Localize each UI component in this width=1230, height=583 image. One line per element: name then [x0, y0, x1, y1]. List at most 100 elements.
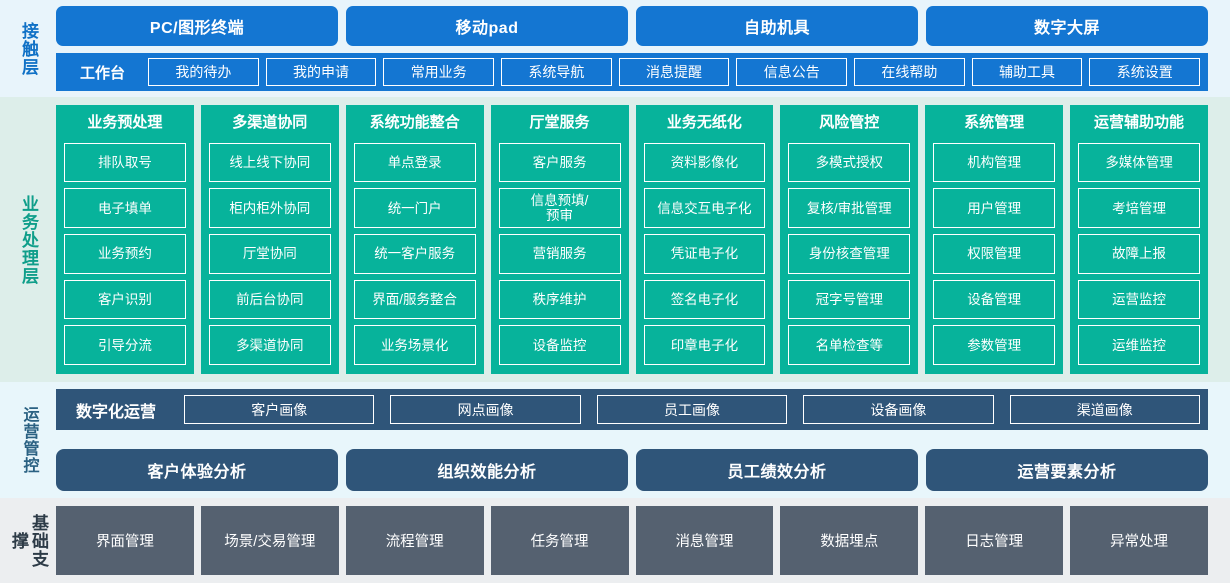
business-layer-label: 业务处理层	[19, 194, 39, 285]
channel-digital-screen[interactable]: 数字大屏	[926, 6, 1208, 46]
business-item[interactable]: 线上线下协同	[208, 142, 331, 183]
workbench-item-my-todo[interactable]: 我的待办	[148, 58, 259, 86]
analysis-item-customer-experience[interactable]: 客户体验分析	[56, 449, 338, 491]
foundation-item-task-management[interactable]: 任务管理	[490, 506, 629, 575]
contact-layer-band: 接触层 PC/图形终端 移动pad 自助机具 数字大屏 工作台 我的待办 我的申…	[0, 0, 1230, 97]
business-column-paperless: 业务无纸化 资料影像化 信息交互电子化 凭证电子化 签名电子化 印章电子化	[635, 105, 774, 374]
analysis-item-employee-performance[interactable]: 员工绩效分析	[636, 449, 918, 491]
foundation-layer-label: 基础支撑	[9, 513, 49, 568]
business-item[interactable]: 运营监控	[1078, 279, 1200, 320]
channel-mobile-pad[interactable]: 移动pad	[346, 6, 628, 46]
business-item[interactable]: 排队取号	[64, 142, 186, 183]
business-item[interactable]: 多媒体管理	[1078, 142, 1200, 183]
foundation-layer-body: 界面管理 场景/交易管理 流程管理 任务管理 消息管理 数据埋点 日志管理 异常…	[56, 506, 1230, 575]
business-item[interactable]: 多模式授权	[788, 142, 911, 183]
column-title: 业务预处理	[87, 114, 163, 131]
contact-layer-label: 接触层	[19, 21, 39, 76]
foundation-item-message-management[interactable]: 消息管理	[635, 506, 774, 575]
workbench-item-system-settings[interactable]: 系统设置	[1089, 58, 1201, 86]
foundation-item-ui-management[interactable]: 界面管理	[56, 506, 194, 575]
foundation-item-process-management[interactable]: 流程管理	[345, 506, 484, 575]
workbench-item-my-application[interactable]: 我的申请	[265, 58, 377, 86]
analysis-item-organizational-efficiency[interactable]: 组织效能分析	[346, 449, 628, 491]
portrait-item-branch[interactable]: 网点画像	[390, 395, 581, 424]
digital-operations-title: 数字化运营	[76, 403, 157, 421]
business-layer-band: 业务处理层 业务预处理 排队取号 电子填单 业务预约 客户识别 引导分流 多渠道…	[0, 97, 1230, 382]
business-item[interactable]: 客户服务	[498, 142, 621, 183]
business-item[interactable]: 身份核查管理	[788, 233, 911, 274]
workbench-title: 工作台	[80, 64, 126, 82]
business-item[interactable]: 厅堂协同	[208, 233, 331, 274]
business-item[interactable]: 统一门户	[353, 188, 476, 228]
business-column-operation-support: 运营辅助功能 多媒体管理 考培管理 故障上报 运营监控 运维监控	[1070, 105, 1208, 374]
workbench-item-common-business[interactable]: 常用业务	[383, 58, 495, 86]
foundation-layer-band: 基础支撑 界面管理 场景/交易管理 流程管理 任务管理 消息管理 数据埋点 日志…	[0, 498, 1230, 583]
business-item[interactable]: 设备管理	[933, 279, 1056, 320]
business-layer-body: 业务预处理 排队取号 电子填单 业务预约 客户识别 引导分流 多渠道协同 线上线…	[56, 105, 1230, 374]
business-item[interactable]: 凭证电子化	[643, 233, 766, 274]
business-item[interactable]: 用户管理	[933, 188, 1056, 228]
foundation-item-scene-transaction-management[interactable]: 场景/交易管理	[200, 506, 339, 575]
operations-layer-label: 运营管控	[20, 406, 38, 474]
business-item[interactable]: 统一客户服务	[353, 233, 476, 274]
column-title: 系统管理	[964, 114, 1025, 131]
channel-pc[interactable]: PC/图形终端	[56, 6, 338, 46]
portrait-item-employee[interactable]: 员工画像	[596, 395, 788, 424]
business-item[interactable]: 信息预填/ 预审	[498, 188, 621, 228]
foundation-item-log-management[interactable]: 日志管理	[925, 506, 1064, 575]
workbench-row: 工作台 我的待办 我的申请 常用业务 系统导航 消息提醒 信息公告 在线帮助 辅…	[56, 53, 1208, 91]
business-item[interactable]: 营销服务	[498, 233, 621, 274]
business-item[interactable]: 权限管理	[933, 233, 1056, 274]
portrait-item-device[interactable]: 设备画像	[803, 395, 994, 424]
operations-layer-band: 运营管控 数字化运营 客户画像 网点画像 员工画像 设备画像 渠道画像 客户体验…	[0, 382, 1230, 498]
workbench-item-online-help[interactable]: 在线帮助	[854, 58, 965, 86]
business-item[interactable]: 参数管理	[933, 325, 1056, 366]
business-column-preprocessing: 业务预处理 排队取号 电子填单 业务预约 客户识别 引导分流	[56, 105, 194, 374]
business-item[interactable]: 客户识别	[64, 279, 186, 320]
business-item[interactable]: 名单检查等	[788, 325, 911, 366]
business-column-lobby-service: 厅堂服务 客户服务 信息预填/ 预审 营销服务 秩序维护 设备监控	[490, 105, 629, 374]
business-item[interactable]: 机构管理	[933, 142, 1056, 183]
analysis-item-operation-factors[interactable]: 运营要素分析	[926, 449, 1208, 491]
business-item[interactable]: 故障上报	[1078, 233, 1200, 274]
workbench-item-system-navigation[interactable]: 系统导航	[501, 58, 612, 86]
digital-operations-row: 数字化运营 客户画像 网点画像 员工画像 设备画像 渠道画像	[56, 389, 1208, 430]
contact-layer-body: PC/图形终端 移动pad 自助机具 数字大屏 工作台 我的待办 我的申请 常用…	[56, 6, 1230, 91]
workbench-item-auxiliary-tools[interactable]: 辅助工具	[971, 58, 1083, 86]
business-item[interactable]: 冠字号管理	[788, 279, 911, 320]
business-column-risk-control: 风险管控 多模式授权 复核/审批管理 身份核查管理 冠字号管理 名单检查等	[780, 105, 919, 374]
column-title: 厅堂服务	[529, 114, 590, 131]
business-item[interactable]: 签名电子化	[643, 279, 766, 320]
business-item[interactable]: 业务场景化	[353, 325, 476, 366]
business-item[interactable]: 秩序维护	[498, 279, 621, 320]
column-title: 业务无纸化	[666, 114, 742, 131]
portrait-item-customer[interactable]: 客户画像	[184, 395, 375, 424]
business-item[interactable]: 复核/审批管理	[788, 188, 911, 228]
portrait-item-channel[interactable]: 渠道画像	[1009, 395, 1200, 424]
business-item[interactable]: 资料影像化	[643, 142, 766, 183]
business-column-multichannel: 多渠道协同 线上线下协同 柜内柜外协同 厅堂协同 前后台协同 多渠道协同	[200, 105, 339, 374]
workbench-item-announcement[interactable]: 信息公告	[736, 58, 848, 86]
business-column-system-management: 系统管理 机构管理 用户管理 权限管理 设备管理 参数管理	[925, 105, 1064, 374]
business-item[interactable]: 柜内柜外协同	[208, 188, 331, 228]
workbench-item-message-reminder[interactable]: 消息提醒	[618, 58, 730, 86]
foundation-item-exception-handling[interactable]: 异常处理	[1070, 506, 1208, 575]
business-item[interactable]: 引导分流	[64, 325, 186, 366]
business-item[interactable]: 业务预约	[64, 233, 186, 274]
business-item[interactable]: 界面/服务整合	[353, 279, 476, 320]
business-item[interactable]: 考培管理	[1078, 188, 1200, 228]
foundation-item-data-tracking[interactable]: 数据埋点	[780, 506, 919, 575]
operations-layer-body: 数字化运营 客户画像 网点画像 员工画像 设备画像 渠道画像 客户体验分析 组织…	[56, 389, 1230, 491]
business-item[interactable]: 多渠道协同	[208, 325, 331, 366]
business-item[interactable]: 运维监控	[1078, 325, 1200, 366]
column-title: 运营辅助功能	[1094, 114, 1185, 131]
channel-self-service[interactable]: 自助机具	[636, 6, 918, 46]
analysis-row: 客户体验分析 组织效能分析 员工绩效分析 运营要素分析	[56, 449, 1208, 491]
business-item[interactable]: 前后台协同	[208, 279, 331, 320]
business-item[interactable]: 单点登录	[353, 142, 476, 183]
business-item[interactable]: 设备监控	[498, 325, 621, 366]
business-item[interactable]: 信息交互电子化	[643, 188, 766, 228]
column-title: 风险管控	[819, 114, 880, 131]
business-item[interactable]: 电子填单	[64, 188, 186, 228]
business-item[interactable]: 印章电子化	[643, 325, 766, 366]
